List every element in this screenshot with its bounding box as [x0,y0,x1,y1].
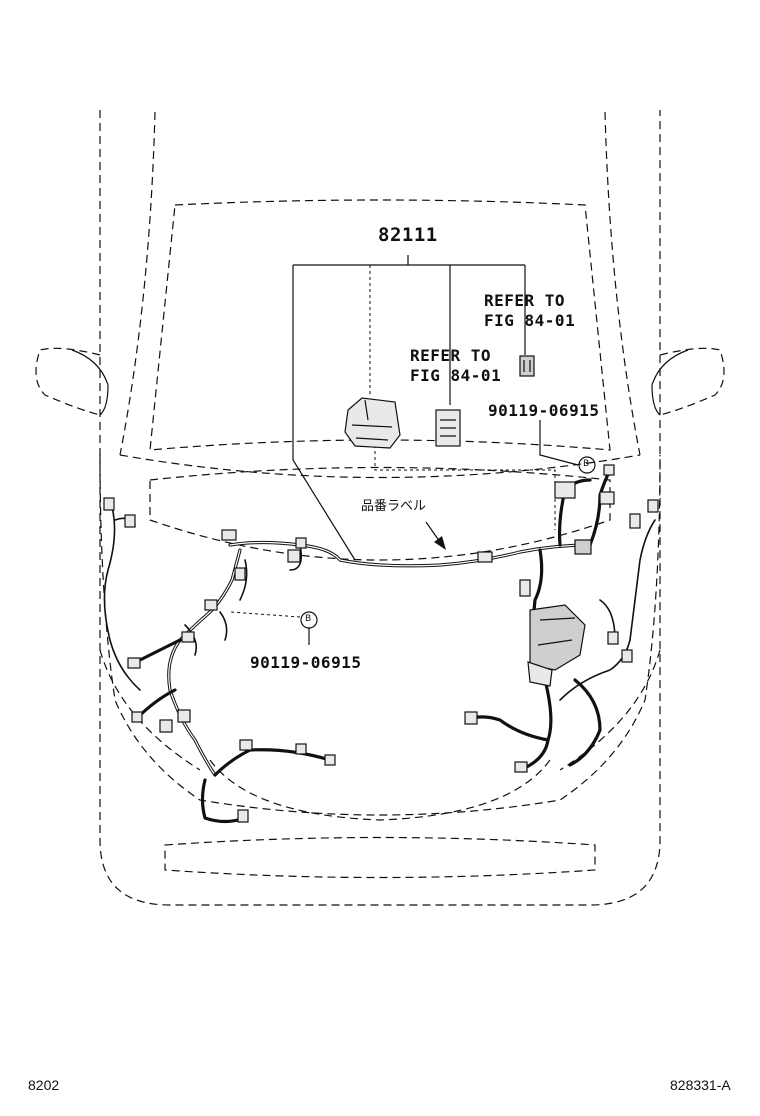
junction-block [344,397,401,449]
bolt-marker-left: B [305,614,312,624]
bolt-part-number-top: 90119-06915 [488,401,600,420]
relay-part [435,409,461,447]
refer-note-2-line1: REFER TO [410,346,492,365]
figure-code: 828331-A [670,1077,731,1093]
battery-box [527,604,586,687]
bolt-marker-top: B [583,459,590,469]
bolt-part-number-left: 90119-06915 [250,653,362,672]
page-code: 8202 [28,1077,60,1093]
leader-lines [229,255,579,645]
refer-note-1-line2: FIG 84-01 [484,311,576,330]
refer-note-1-line1: REFER TO [484,291,566,310]
label-arrow [425,521,446,550]
main-part-number: 82111 [378,224,438,246]
fuse-part [519,355,535,377]
connectors [103,464,659,823]
refer-note-2-line2: FIG 84-01 [410,366,502,385]
part-number-label-jp: 品番ラベル [361,499,427,514]
vehicle-outline [35,110,725,906]
bolt-markers [300,456,596,629]
